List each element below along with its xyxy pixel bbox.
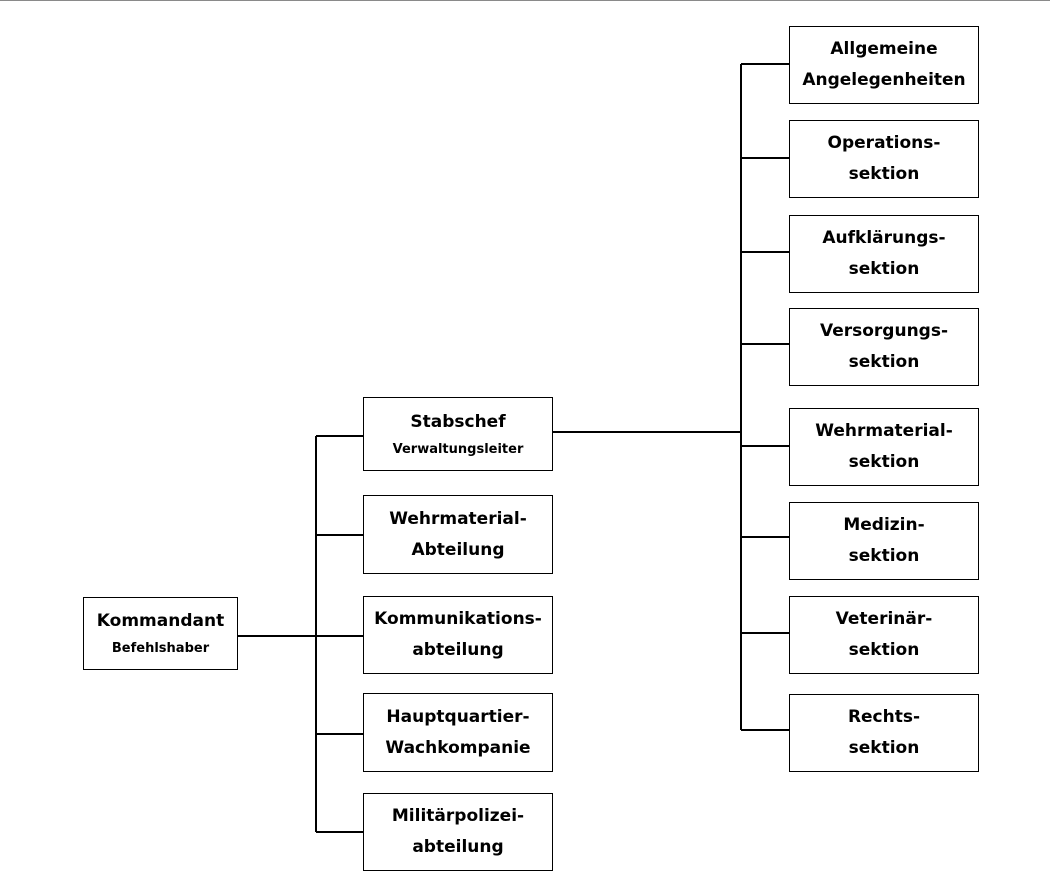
node-label-line2: sektion	[848, 640, 920, 660]
node-label-line2: sektion	[848, 352, 920, 372]
node-hq-guard-company: Hauptquartier- Wachkompanie	[363, 693, 553, 772]
node-ordnance-department: Wehrmaterial- Abteilung	[363, 495, 553, 574]
node-label-line1: Stabschef	[410, 411, 506, 432]
node-label-line1: Kommunikations-	[374, 609, 542, 629]
node-medical-section: Medizin- sektion	[789, 502, 979, 580]
node-label-line1: Wehrmaterial-	[389, 508, 527, 529]
node-label-line2: Verwaltungsleiter	[392, 441, 524, 457]
node-label-line1: Aufklärungs-	[822, 228, 946, 248]
node-label-line2: Angelegenheiten	[802, 70, 966, 90]
node-label-line2: Befehlshaber	[111, 641, 210, 656]
node-intelligence-section: Aufklärungs- sektion	[789, 215, 979, 293]
node-label-line2: sektion	[848, 546, 920, 566]
node-label-line1: Operations-	[827, 133, 941, 153]
node-label-line1: Medizin-	[843, 515, 925, 535]
node-label-line1: Versorgungs-	[819, 321, 949, 341]
node-label-line2: abteilung	[412, 837, 504, 857]
node-military-police-department: Militärpolizei- abteilung	[363, 793, 553, 871]
node-operations-section: Operations- sektion	[789, 120, 979, 198]
node-label-line1: Rechts-	[847, 707, 921, 727]
node-label-line1: Militärpolizei-	[391, 806, 525, 826]
node-label-line1: Allgemeine	[830, 39, 938, 59]
node-label-line2: sektion	[848, 452, 920, 472]
node-label-line2: Abteilung	[411, 539, 505, 560]
node-legal-section: Rechts- sektion	[789, 694, 979, 772]
node-veterinary-section: Veterinär- sektion	[789, 596, 979, 674]
node-label-line2: sektion	[848, 738, 920, 758]
node-label-line1: Kommandant	[96, 611, 225, 631]
node-general-affairs: Allgemeine Angelegenheiten	[789, 26, 979, 104]
node-label-line1: Veterinär-	[835, 609, 933, 629]
node-label-line1: Hauptquartier-	[386, 706, 530, 727]
node-label-line2: abteilung	[412, 640, 504, 660]
node-label-line2: sektion	[848, 164, 920, 184]
node-label-line2: sektion	[848, 259, 920, 279]
node-label-line2: Wachkompanie	[385, 737, 531, 758]
node-chief-of-staff: Stabschef Verwaltungsleiter	[363, 397, 553, 471]
node-commander: Kommandant Befehlshaber	[83, 597, 238, 670]
node-ordnance-section: Wehrmaterial- sektion	[789, 408, 979, 486]
node-communications-department: Kommunikations- abteilung	[363, 596, 553, 674]
node-supply-section: Versorgungs- sektion	[789, 308, 979, 386]
node-label-line1: Wehrmaterial-	[815, 421, 953, 441]
